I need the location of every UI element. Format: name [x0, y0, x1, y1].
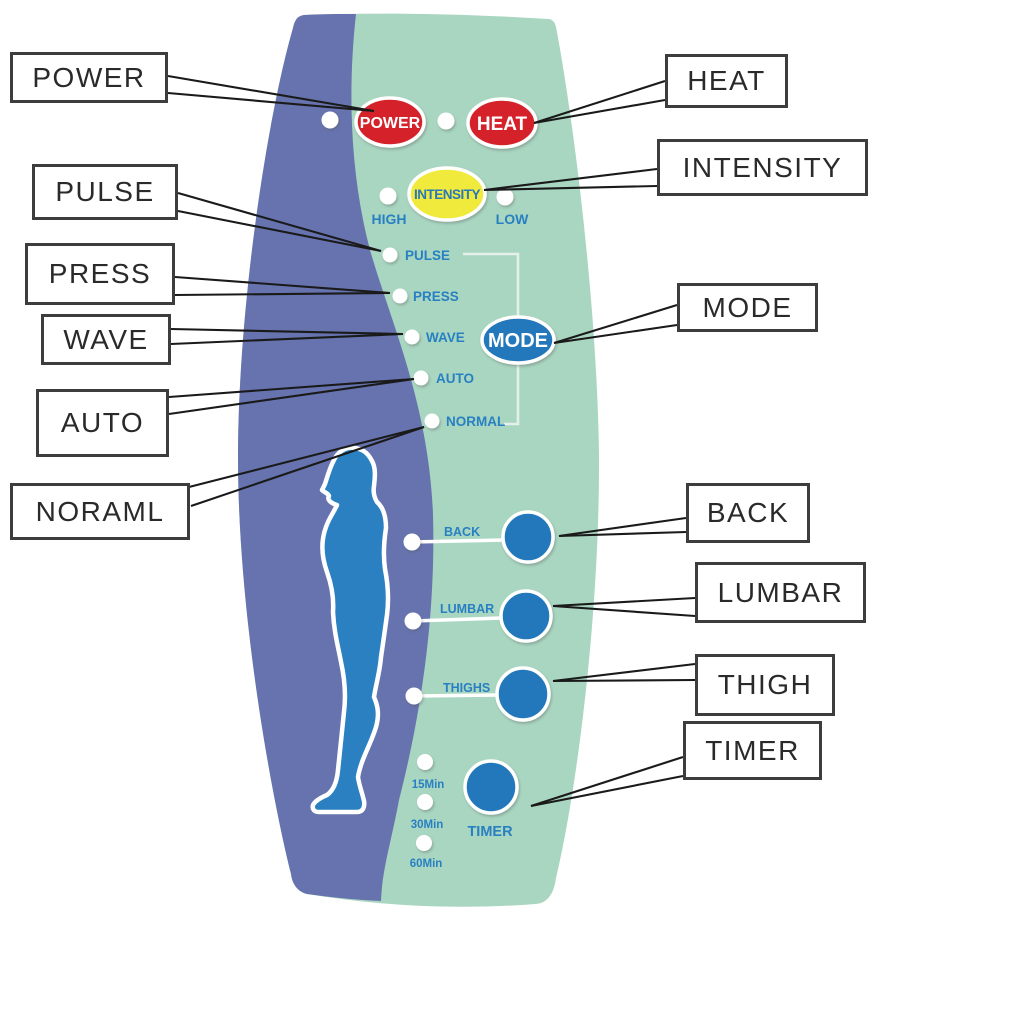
auto-callout-line: [168, 377, 415, 399]
back-button[interactable]: [501, 510, 555, 564]
normal-callout-line: [190, 426, 425, 507]
lumbar-button[interactable]: [499, 589, 553, 643]
mode-normal-dot: [424, 413, 440, 429]
intensity-high-dot: [379, 187, 397, 205]
timer-60min-label: 60Min: [410, 858, 443, 870]
callout-mode: MODE: [677, 283, 818, 332]
callout-normal: NORAML: [10, 483, 190, 540]
heat-callout-line: [533, 80, 666, 124]
mode-callout-line: [553, 323, 678, 345]
timer-callout-line: [530, 774, 684, 808]
normal-callout-line: [188, 425, 425, 489]
heat-indicator-dot: [437, 112, 455, 130]
timer-30min-dot: [417, 794, 433, 810]
mode-pulse-dot: [382, 247, 398, 263]
timer-15min-label: 15Min: [412, 779, 445, 791]
lumbar-zone-dot: [404, 612, 422, 630]
mode-pulse-label: PULSE: [405, 248, 450, 263]
thigh-callout-line: [552, 678, 696, 683]
back-zone-dot: [403, 533, 421, 551]
thighs-button[interactable]: [495, 666, 551, 722]
timer-callout-line: [530, 756, 684, 807]
lumbar-connector-line: [412, 616, 503, 623]
pulse-callout-line: [177, 209, 382, 253]
callout-thigh: THIGH: [695, 654, 835, 716]
thighs-zone-dot: [405, 687, 423, 705]
callout-lumbar-label: LUMBAR: [717, 576, 844, 608]
callout-timer: TIMER: [683, 721, 822, 780]
back-zone-label: BACK: [444, 525, 480, 539]
callout-mode-label: MODE: [702, 291, 793, 323]
callout-back-label: BACK: [706, 497, 790, 528]
mode-normal-label: NORMAL: [446, 414, 505, 429]
timer-60min-dot: [416, 835, 432, 851]
callout-heat-label: HEAT: [687, 65, 766, 96]
callout-wave: WAVE: [41, 314, 171, 365]
back-callout-line: [558, 530, 687, 538]
pulse-callout-line: [177, 191, 382, 253]
callout-normal-label: NORAML: [35, 495, 165, 527]
press-callout-line: [174, 291, 391, 297]
thigh-callout-line: [552, 662, 696, 683]
wave-callout-line: [170, 327, 404, 336]
callout-power-label: POWER: [32, 61, 146, 93]
mode-auto-label: AUTO: [436, 371, 474, 386]
human-silhouette-icon: [310, 445, 391, 815]
back-callout-line: [558, 516, 687, 538]
lumbar-callout-line: [552, 604, 696, 618]
mode-press-label: PRESS: [413, 289, 459, 304]
intensity-callout-line: [483, 184, 658, 192]
intensity-high-label: HIGH: [372, 211, 407, 227]
callout-thigh-label: THIGH: [717, 669, 813, 700]
timer-button-label: TIMER: [467, 824, 513, 840]
callout-heat: HEAT: [665, 54, 788, 108]
timer-button[interactable]: [463, 759, 519, 815]
mode-button-label: MODE: [488, 330, 548, 352]
callout-press-label: PRESS: [48, 258, 152, 289]
intensity-low-label: LOW: [496, 211, 529, 227]
callout-timer-label: TIMER: [705, 734, 800, 766]
lumbar-callout-line: [552, 596, 696, 608]
timer-15min-dot: [417, 754, 433, 770]
intensity-button-label: INTENSITY: [414, 187, 481, 202]
power-callout-line: [167, 74, 375, 113]
mode-button[interactable]: [480, 315, 556, 365]
intensity-low-dot: [496, 188, 514, 206]
mode-wave-dot: [404, 329, 420, 345]
callout-back: BACK: [686, 483, 810, 543]
callout-lumbar: LUMBAR: [695, 562, 866, 623]
mode-callout-line: [553, 303, 678, 345]
callout-press: PRESS: [25, 243, 175, 305]
press-callout-line: [174, 275, 391, 295]
callout-intensity-label: INTENSITY: [682, 151, 843, 183]
callout-power: POWER: [10, 52, 168, 103]
thighs-connector-line: [413, 693, 499, 698]
heat-button-label: HEAT: [477, 114, 528, 135]
intensity-callout-line: [483, 167, 658, 192]
callout-wave-label: WAVE: [63, 323, 149, 355]
power-indicator-dot: [321, 111, 339, 129]
callout-pulse-label: PULSE: [55, 176, 155, 207]
callout-auto-label: AUTO: [60, 407, 145, 438]
callout-lines: [167, 74, 696, 808]
power-callout-line: [167, 91, 375, 113]
mode-wave-label: WAVE: [426, 330, 465, 345]
mode-press-dot: [392, 288, 408, 304]
callout-pulse: PULSE: [32, 164, 178, 220]
callout-auto: AUTO: [36, 389, 169, 457]
auto-callout-line: [168, 377, 415, 416]
wave-callout-line: [170, 332, 404, 346]
lumbar-zone-label: LUMBAR: [440, 602, 494, 616]
timer-30min-label: 30Min: [411, 819, 444, 831]
mode-auto-dot: [413, 370, 429, 386]
power-button-label: POWER: [360, 115, 421, 132]
heat-callout-line: [533, 98, 666, 125]
intensity-button[interactable]: [407, 166, 487, 222]
back-connector-line: [411, 538, 506, 544]
thighs-zone-label: THIGHS: [443, 681, 490, 695]
callout-intensity: INTENSITY: [657, 139, 868, 196]
